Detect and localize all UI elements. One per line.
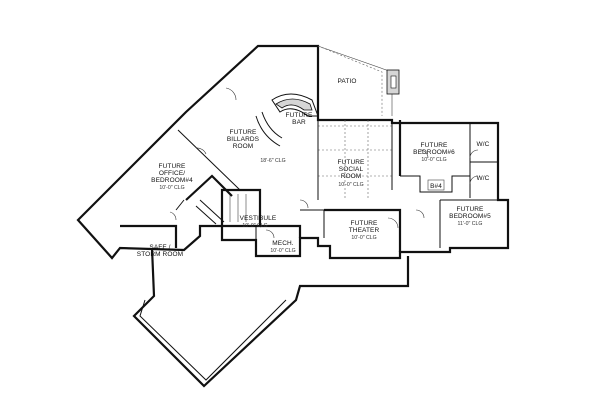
door-swings bbox=[169, 87, 479, 239]
svg-text:10'-0" CLG: 10'-0" CLG bbox=[159, 185, 184, 191]
svg-text:VESTIBULE: VESTIBULE bbox=[240, 215, 277, 222]
exterior-walls bbox=[76, 44, 510, 388]
label-vestibule: VESTIBULE 10'-0" CLG bbox=[240, 215, 277, 229]
svg-text:18'-6" CLG: 18'-6" CLG bbox=[260, 158, 285, 164]
svg-text:OFFICE/: OFFICE/ bbox=[159, 170, 185, 177]
svg-text:10'-0" CLG: 10'-0" CLG bbox=[242, 223, 267, 229]
svg-text:ROOM: ROOM bbox=[233, 143, 254, 150]
label-wic-upper: W/C bbox=[477, 141, 490, 148]
label-patio: PATIO bbox=[337, 78, 356, 85]
svg-text:10'-0" CLG: 10'-0" CLG bbox=[421, 157, 446, 163]
interior-walls bbox=[120, 120, 498, 256]
svg-text:FUTURE: FUTURE bbox=[351, 220, 379, 227]
svg-text:ROOM: ROOM bbox=[341, 173, 362, 180]
label-billiards: FUTURE BILLARDS ROOM 18'-6" CLG bbox=[227, 129, 286, 164]
svg-text:10'-0" CLG: 10'-0" CLG bbox=[270, 248, 295, 254]
svg-text:BEDROOM#6: BEDROOM#6 bbox=[413, 149, 455, 156]
svg-text:FUTURE: FUTURE bbox=[159, 163, 187, 170]
label-safe-room: SAFE / STORM ROOM bbox=[137, 244, 183, 258]
svg-text:BEDROOM#4: BEDROOM#4 bbox=[151, 177, 193, 184]
svg-text:SOCIAL: SOCIAL bbox=[339, 166, 364, 173]
svg-text:10'-0" CLG: 10'-0" CLG bbox=[351, 235, 376, 241]
patio-area bbox=[258, 45, 400, 120]
svg-text:11'-0" CLG: 11'-0" CLG bbox=[458, 221, 483, 227]
svg-text:FUTURE: FUTURE bbox=[286, 112, 314, 119]
svg-text:BAR: BAR bbox=[292, 119, 306, 126]
bar-counter bbox=[255, 93, 319, 147]
room-labels: PATIO FUTURE BAR FUTURE BILLARDS ROOM 18… bbox=[137, 78, 491, 258]
label-wic-lower: W/C bbox=[477, 175, 490, 182]
svg-text:THEATER: THEATER bbox=[349, 227, 380, 234]
svg-text:SAFE /: SAFE / bbox=[149, 244, 170, 251]
label-theater: FUTURE THEATER 10'-0" CLG bbox=[349, 220, 380, 241]
label-bedroom-5: FUTURE BEDROOM#5 11'-0" CLG bbox=[449, 206, 491, 227]
label-future-bar: FUTURE BAR bbox=[286, 112, 314, 126]
svg-text:BEDROOM#5: BEDROOM#5 bbox=[449, 213, 491, 220]
svg-text:FUTURE: FUTURE bbox=[421, 142, 449, 149]
svg-text:FUTURE: FUTURE bbox=[230, 129, 258, 136]
label-bath-4: B#4 bbox=[430, 183, 442, 190]
svg-text:MECH.: MECH. bbox=[272, 240, 294, 247]
svg-text:FUTURE: FUTURE bbox=[338, 159, 366, 166]
svg-text:STORM ROOM: STORM ROOM bbox=[137, 251, 183, 258]
label-mech: MECH. 10'-0" CLG bbox=[270, 240, 295, 254]
svg-text:FUTURE: FUTURE bbox=[457, 206, 485, 213]
label-bedroom-6: FUTURE BEDROOM#6 10'-0" CLG bbox=[413, 142, 455, 163]
svg-text:10'-0" CLG: 10'-0" CLG bbox=[338, 182, 363, 188]
label-office: FUTURE OFFICE/ BEDROOM#4 10'-0" CLG bbox=[151, 163, 193, 191]
label-social-room: FUTURE SOCIAL ROOM 10'-0" CLG bbox=[338, 159, 366, 188]
svg-text:BILLARDS: BILLARDS bbox=[227, 136, 260, 143]
